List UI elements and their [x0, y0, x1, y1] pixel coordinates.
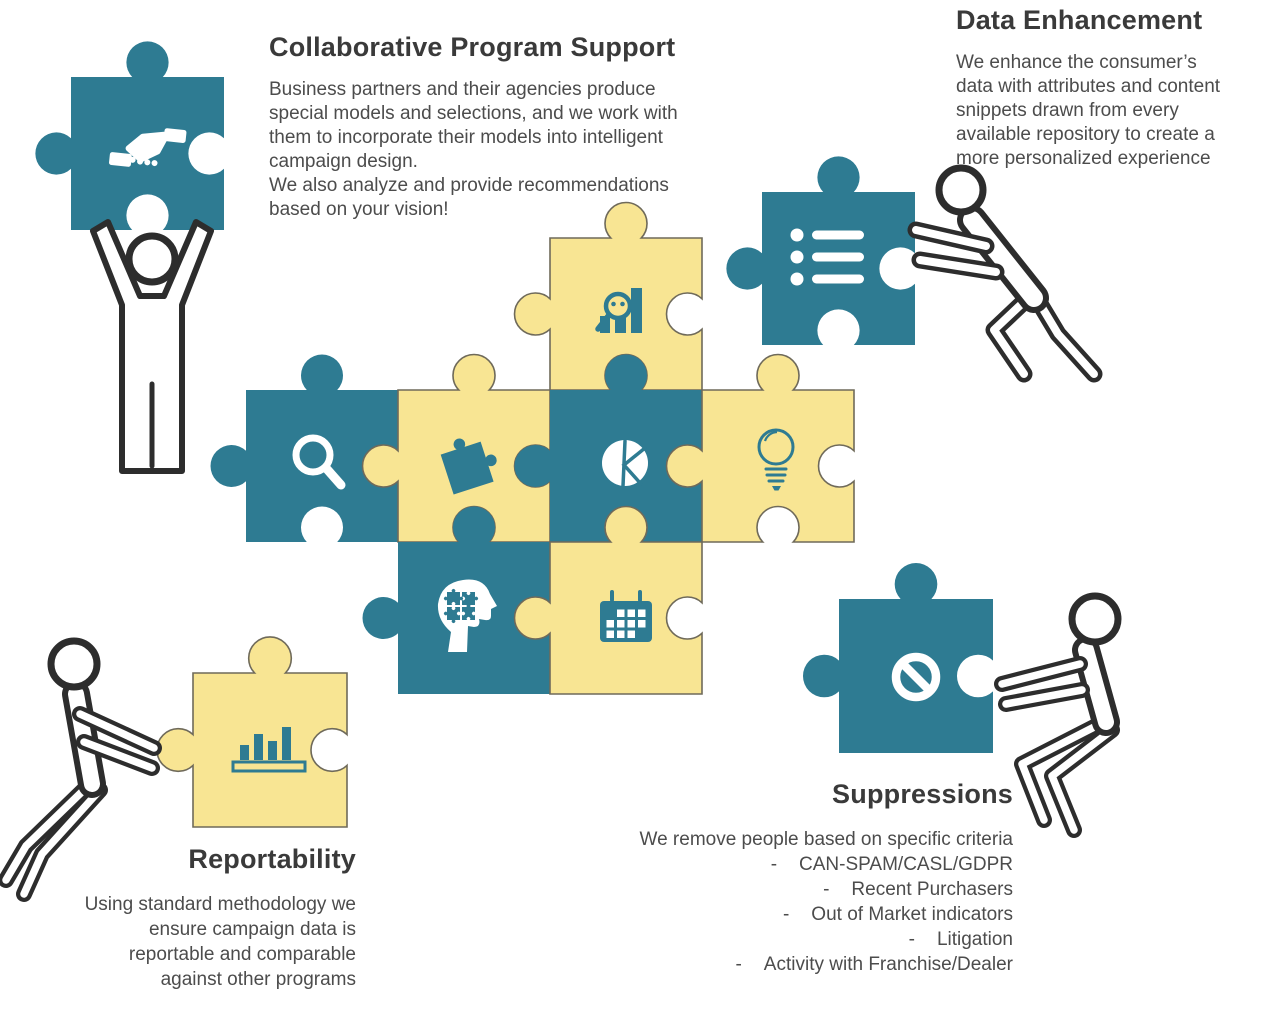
section-suppressions: Suppressions We remove people based on s… — [543, 779, 1013, 977]
head-gears-icon — [437, 579, 497, 652]
stick-figure-lifting — [90, 219, 214, 474]
data-enhancement-text: We enhance the consumer’s data with attri… — [956, 51, 1262, 171]
collaborative-text-line: special models and selections, and we wo… — [269, 103, 678, 124]
chart-magnifier-icon — [595, 288, 642, 333]
stick-figure-pulling-left — [0, 637, 162, 902]
puzzle-piece-report — [156, 636, 348, 828]
search-icon — [292, 434, 346, 490]
suppressions-list-item: -Recent Purchasers — [543, 877, 1013, 902]
bar-chart-icon — [231, 727, 307, 773]
calendar-icon — [600, 590, 652, 642]
reportability-text-line: against other programs — [160, 969, 356, 990]
suppressions-item-label: Litigation — [936, 929, 1013, 950]
collaborative-text-line: them to incorporate their models into in… — [269, 127, 663, 148]
list-dash-marker: - — [823, 879, 830, 900]
reportability-text-line: ensure campaign data is — [148, 919, 356, 940]
stick-figure-pushing — [907, 164, 1103, 383]
collaborative-text-line: Business partners and their agencies pro… — [269, 79, 656, 100]
reportability-text-line: Using standard methodology we — [84, 894, 356, 915]
list-dash-marker: - — [908, 929, 915, 950]
data-enhancement-text-line: more personalized experience — [956, 148, 1211, 169]
collaborative-text-line: based on your vision! — [269, 199, 449, 220]
list-icon — [812, 230, 864, 240]
lightbulb-icon — [757, 428, 795, 491]
suppressions-item-label: CAN-SPAM/CASL/GDPR — [799, 854, 1013, 875]
list-icon — [790, 250, 804, 264]
suppressions-item-label: Out of Market indicators — [811, 904, 1013, 925]
puzzle-piece-search — [210, 354, 398, 542]
puzzle-piece-handshake — [35, 41, 225, 231]
list-icon — [790, 272, 804, 286]
data-enhancement-text-line: We enhance the consumer’s — [956, 52, 1197, 73]
reportability-text: Using standard methodology we ensure camp… — [6, 892, 356, 992]
puzzle-piece-suppress — [802, 562, 993, 753]
list-dash-marker: - — [770, 854, 778, 875]
suppressions-list-item: -Out of Market indicators — [543, 902, 1013, 927]
reportability-text-line: reportable and comparable — [128, 944, 356, 965]
suppressions-text: We remove people based on specific crite… — [543, 827, 1013, 977]
puzzle-piece-list — [726, 156, 915, 345]
list-icon — [812, 274, 864, 284]
section-collaborative: Collaborative Program Support Business p… — [269, 32, 749, 222]
list-dash-marker: - — [735, 954, 742, 975]
suppressions-list-item: -Litigation — [543, 927, 1013, 952]
handshake-icon — [109, 128, 187, 167]
list-dash-marker: - — [782, 904, 790, 925]
suppressions-list-item: -Activity with Franchise/Dealer — [543, 952, 1013, 977]
list-icon — [812, 252, 864, 262]
suppressions-intro: We remove people based on specific crite… — [639, 829, 1013, 850]
section-reportability: Reportability Using standard methodology… — [6, 844, 356, 992]
pie-chart-icon — [602, 439, 648, 488]
data-enhancement-title: Data Enhancement — [956, 5, 1203, 35]
suppressions-title: Suppressions — [832, 779, 1013, 809]
puzzle-piece-calendar — [513, 505, 703, 695]
suppressions-list-item: -CAN-SPAM/CASL/GDPR — [543, 852, 1013, 877]
no-entry-icon — [891, 652, 941, 702]
collaborative-text: Business partners and their agencies pro… — [269, 78, 749, 222]
suppressions-list: -CAN-SPAM/CASL/GDPR-Recent Purchasers-Ou… — [543, 852, 1013, 977]
section-data-enhancement: Data Enhancement We enhance the consumer… — [956, 5, 1262, 171]
stick-figure-pulling-right — [994, 592, 1122, 838]
data-enhancement-text-line: snippets drawn from every — [956, 100, 1179, 121]
reportability-title: Reportability — [188, 844, 356, 874]
suppressions-item-label: Activity with Franchise/Dealer — [763, 954, 1013, 975]
data-enhancement-text-line: available repository to create a — [956, 124, 1215, 145]
data-enhancement-text-line: data with attributes and content — [956, 76, 1221, 97]
collaborative-text-line: We also analyze and provide recommendati… — [269, 175, 669, 196]
list-icon — [790, 228, 804, 242]
puzzle-icon — [440, 438, 497, 495]
collaborative-title: Collaborative Program Support — [269, 32, 676, 62]
collaborative-text-line: campaign design. — [269, 151, 418, 172]
suppressions-item-label: Recent Purchasers — [851, 879, 1013, 900]
